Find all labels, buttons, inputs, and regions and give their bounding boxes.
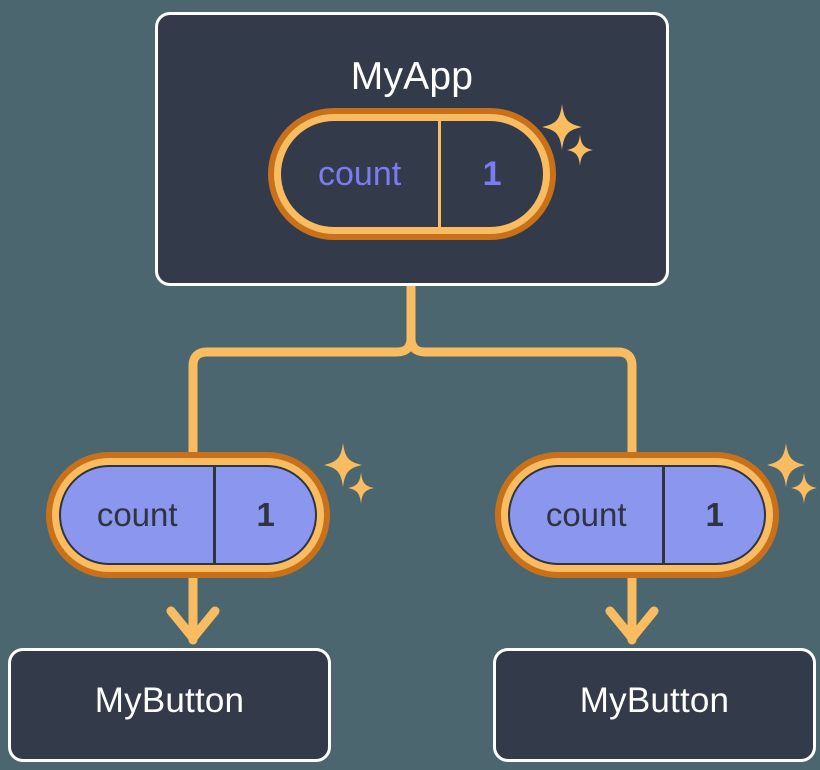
connector-right-branch bbox=[406, 281, 637, 457]
sparkle-small-icon bbox=[791, 472, 817, 504]
state-value-label: 1 bbox=[438, 121, 543, 227]
sparkle-small-icon bbox=[348, 472, 374, 504]
component-card-mybutton-right[interactable]: MyButton bbox=[493, 648, 816, 762]
component-card-mybutton-left[interactable]: MyButton bbox=[8, 648, 331, 762]
component-label: MyButton bbox=[579, 681, 730, 720]
state-value-label: 1 bbox=[662, 467, 764, 563]
pill-body: count 1 bbox=[508, 465, 766, 565]
page-title: MyApp bbox=[350, 55, 474, 98]
state-pill-myapp[interactable]: count 1 bbox=[268, 108, 556, 240]
pill-body: count 1 bbox=[281, 121, 543, 227]
pill-ring: count 1 bbox=[501, 458, 773, 572]
pill-ring: count 1 bbox=[274, 114, 550, 234]
pill-ring: count 1 bbox=[52, 458, 324, 572]
component-label: MyButton bbox=[94, 681, 245, 720]
state-key-label: count bbox=[545, 496, 627, 533]
arrow-down-icon-right bbox=[605, 571, 659, 645]
state-pill-right[interactable]: count 1 bbox=[495, 452, 779, 578]
state-key-label: count bbox=[96, 496, 178, 533]
state-value-label: 1 bbox=[213, 467, 315, 563]
sparkle-icon bbox=[324, 443, 362, 487]
connector-left-branch bbox=[188, 281, 416, 457]
sparkle-icon bbox=[767, 443, 805, 487]
arrow-down-icon-left bbox=[166, 571, 220, 645]
pill-body: count 1 bbox=[59, 465, 317, 565]
state-pill-left[interactable]: count 1 bbox=[46, 452, 330, 578]
state-key-label: count bbox=[318, 154, 402, 193]
